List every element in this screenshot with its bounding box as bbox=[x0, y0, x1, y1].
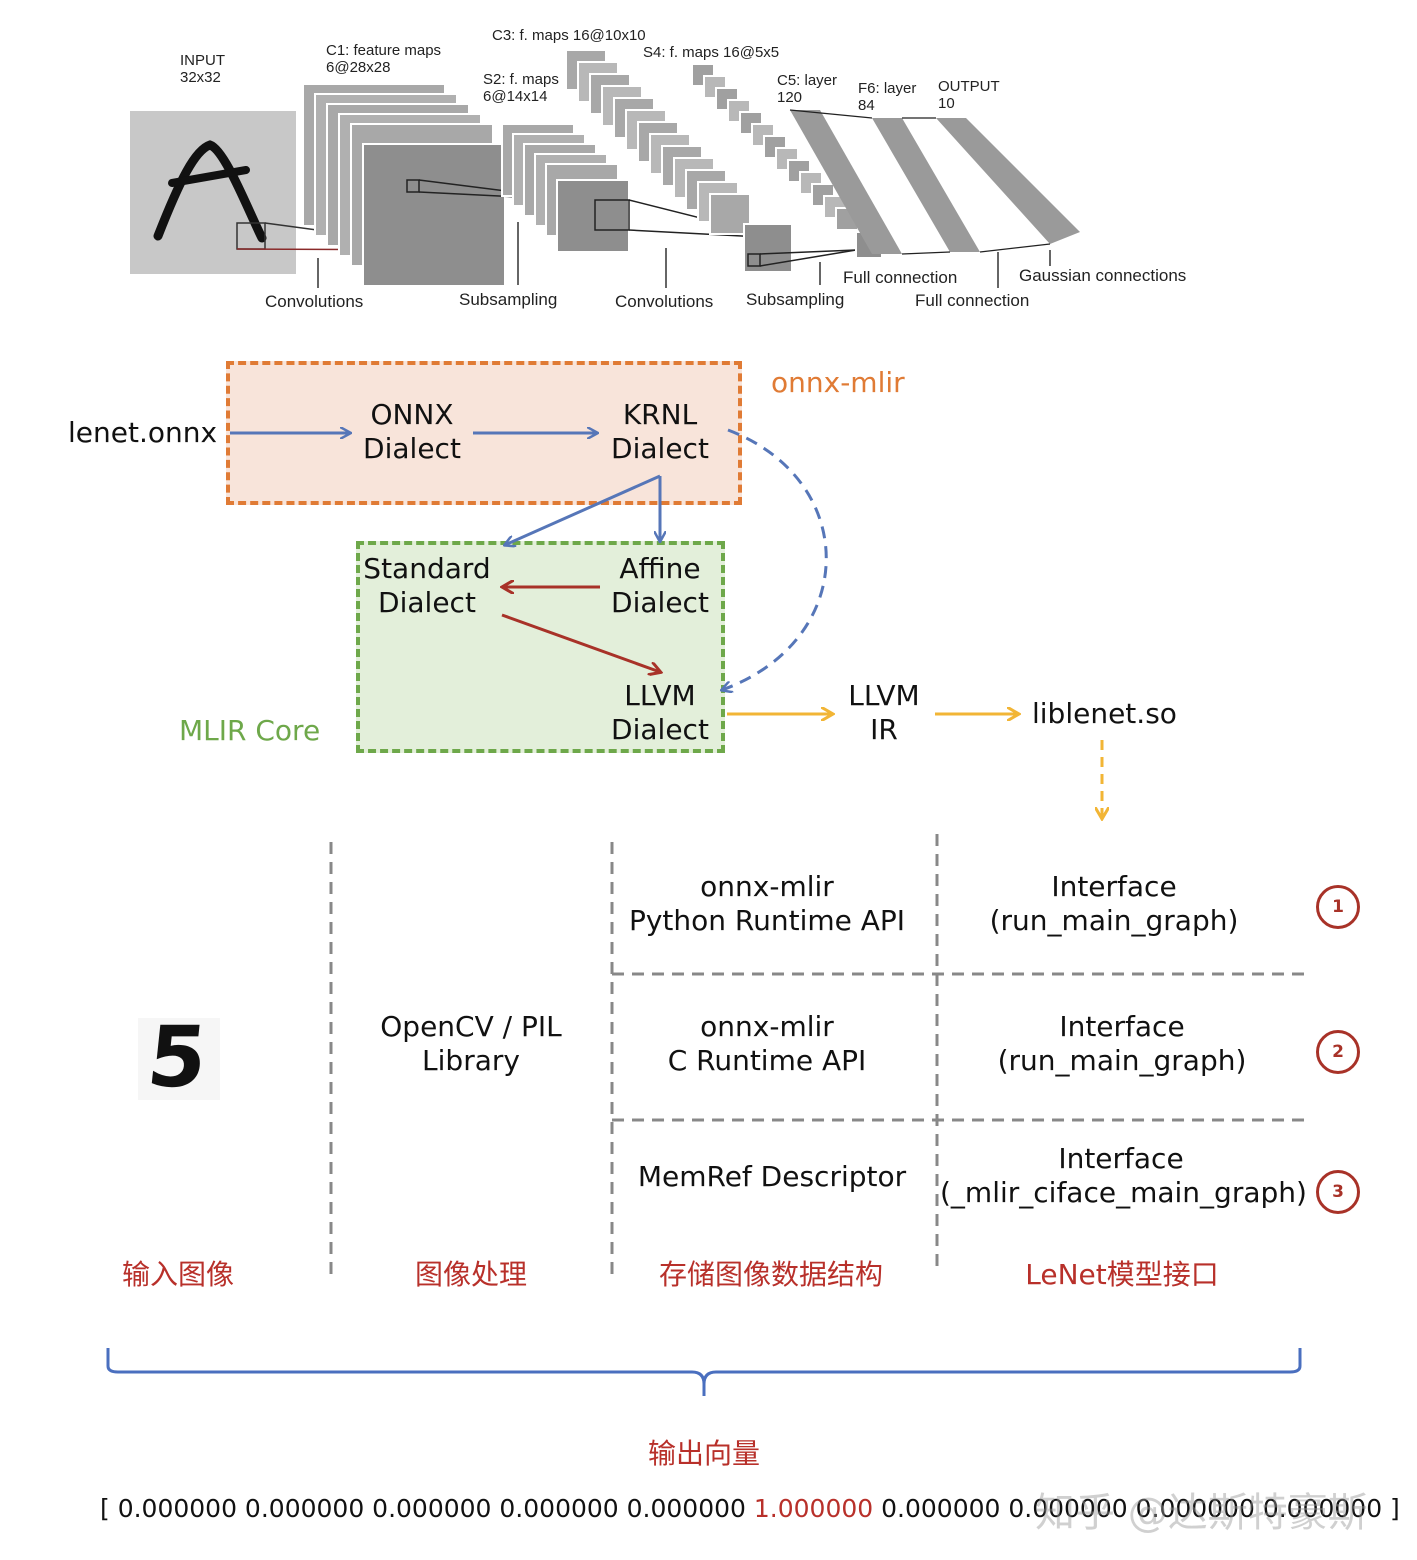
llvm-dialect-node: LLVM Dialect bbox=[611, 679, 709, 746]
output-vector-suffix: 0.000000 0.000000 0.000000 0.000000 ] bbox=[873, 1494, 1400, 1523]
krnl-dialect-node: KRNL Dialect bbox=[611, 398, 709, 465]
lenet-caption-full-connection-1: Full connection bbox=[843, 268, 958, 287]
output-vector: [ 0.000000 0.000000 0.000000 0.000000 0.… bbox=[100, 1494, 1400, 1523]
caption-image-processing: 图像处理 bbox=[414, 1258, 527, 1291]
c5-layer bbox=[790, 110, 902, 254]
input-digit-five: 5 bbox=[142, 1008, 212, 1106]
onnx-mlir-group-label: onnx-mlir bbox=[771, 366, 905, 399]
output-layer bbox=[936, 118, 1080, 244]
lenet-caption-convolutions-1: Convolutions bbox=[265, 292, 364, 311]
input-digit-image bbox=[138, 1018, 220, 1100]
input-file-lenet-onnx: lenet.onnx bbox=[68, 416, 218, 449]
lenet-c5-label: C5: layer 120 bbox=[777, 72, 838, 106]
s4-feature-maps bbox=[691, 63, 883, 259]
row-number-2-badge: 2 bbox=[1316, 1030, 1360, 1074]
flow-arrows bbox=[230, 0, 1417, 830]
mlir-core-group bbox=[356, 541, 725, 753]
onnx-dialect-node: ONNX Dialect bbox=[363, 398, 461, 465]
interface-row-1: Interface (run_main_graph) bbox=[989, 870, 1239, 937]
image-processing-library: OpenCV / PIL Library bbox=[380, 1010, 562, 1077]
f6-layer bbox=[872, 118, 980, 252]
runtime-api-row-1: onnx-mlir Python Runtime API bbox=[628, 870, 906, 937]
liblenet-so-node: liblenet.so bbox=[1032, 697, 1177, 730]
lenet-caption-subsampling-2: Subsampling bbox=[746, 290, 845, 309]
interface-row-3: Interface (_mlir_ciface_main_graph) bbox=[940, 1142, 1307, 1209]
lenet-f6-label: F6: layer 84 bbox=[858, 80, 917, 114]
caption-input-image: 输入图像 bbox=[121, 1258, 234, 1291]
c1-feature-maps bbox=[302, 83, 506, 287]
output-vector-prefix: [ 0.000000 0.000000 0.000000 0.000000 0.… bbox=[100, 1494, 754, 1523]
lenet-input-label: INPUT 32x32 bbox=[180, 52, 225, 86]
row-number-1-badge: 1 bbox=[1316, 885, 1360, 929]
watermark: 知乎 @达斯特豪斯 bbox=[1035, 1490, 1368, 1536]
lenet-s2-label: S2: f. maps 6@14x14 bbox=[483, 71, 559, 105]
arrow-standard-to-llvm bbox=[501, 613, 660, 672]
interface-row-2: Interface (run_main_graph) bbox=[997, 1010, 1247, 1077]
output-vector-label: 输出向量 bbox=[647, 1437, 760, 1470]
input-image bbox=[130, 111, 296, 274]
output-brace bbox=[106, 1348, 1302, 1396]
row-number-3-badge: 3 bbox=[1316, 1170, 1360, 1214]
runtime-api-row-2: onnx-mlir C Runtime API bbox=[667, 1010, 867, 1077]
lenet-c3-label: C3: f. maps 16@10x10 bbox=[492, 27, 646, 44]
c3-feature-maps bbox=[565, 49, 793, 273]
lenet-output-label: OUTPUT 10 bbox=[938, 78, 1000, 112]
s2-feature-maps bbox=[501, 123, 630, 253]
lenet-caption-gaussian: Gaussian connections bbox=[1019, 266, 1187, 285]
lenet-caption-full-connection-2: Full connection bbox=[915, 291, 1030, 310]
runtime-api-row-3: MemRef Descriptor bbox=[637, 1160, 907, 1193]
caption-model-interface: LeNet模型接口 bbox=[1025, 1258, 1219, 1291]
affine-dialect-node: Affine Dialect bbox=[611, 552, 709, 619]
arrow-krnl-to-standard bbox=[505, 474, 661, 545]
arrow-krnl-to-llvm-dashed bbox=[722, 428, 828, 690]
lenet-architecture-diagram bbox=[130, 49, 1080, 288]
output-vector-highlight: 1.000000 bbox=[753, 1494, 874, 1523]
standard-dialect-node: Standard Dialect bbox=[363, 552, 491, 619]
input-letter-a bbox=[153, 140, 267, 243]
llvm-ir-node: LLVM IR bbox=[848, 679, 920, 746]
lenet-caption-subsampling-1: Subsampling bbox=[459, 290, 558, 309]
lenet-caption-convolutions-2: Convolutions bbox=[615, 292, 714, 311]
lenet-c1-label: C1: feature maps 6@28x28 bbox=[326, 42, 442, 76]
lenet-s4-label: S4: f. maps 16@5x5 bbox=[643, 44, 780, 61]
caption-data-structure: 存储图像数据结构 bbox=[658, 1258, 883, 1291]
mlir-core-group-label: MLIR Core bbox=[179, 714, 321, 747]
runtime-table-grid bbox=[329, 834, 1310, 1278]
